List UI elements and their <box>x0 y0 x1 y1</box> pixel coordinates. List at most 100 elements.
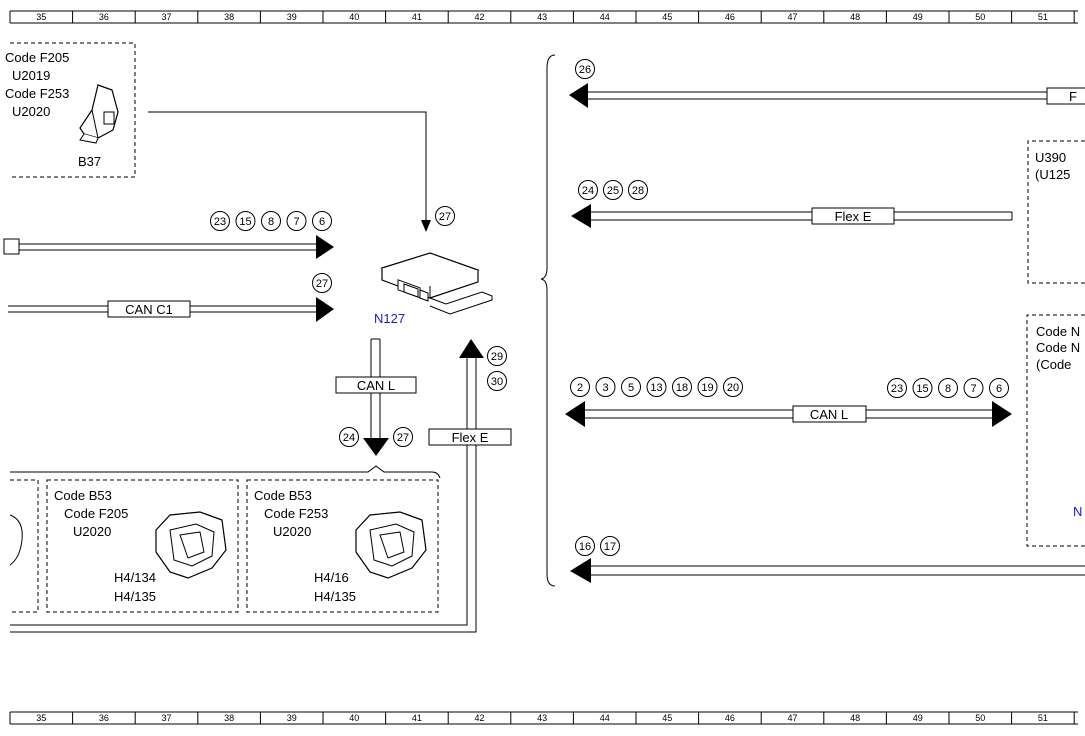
bottom-ruler-label: 45 <box>662 713 672 723</box>
reference-bubble-number: 20 <box>727 382 739 394</box>
b37-id: B37 <box>78 154 101 169</box>
reference-bubble-number: 3 <box>602 382 608 394</box>
reference-bubble-number: 15 <box>239 216 251 228</box>
reference-bubble <box>312 273 332 293</box>
component-u390: U390 (U125 <box>1027 140 1085 284</box>
top-ruler-label: 42 <box>474 12 484 22</box>
component-b53-f205: Code B53 Code F205 U2020 H4/134 H4/135 <box>46 479 239 613</box>
reference-bubble-number: 27 <box>439 211 451 223</box>
top-ruler-label: 46 <box>725 12 735 22</box>
bottom-ruler-label: 50 <box>975 713 985 723</box>
top-ruler-label: 50 <box>975 12 985 22</box>
b53-f205-line-2: Code F205 <box>64 506 128 521</box>
bottom-ruler-label: 39 <box>287 713 297 723</box>
top-ruler-label: 43 <box>537 12 547 22</box>
right-row-3-arrow: CAN L <box>565 401 1012 427</box>
reference-bubble <box>723 377 743 397</box>
reference-bubble <box>989 378 1009 398</box>
reference-bubble-number: 5 <box>628 382 634 394</box>
bottom-ruler-label: 43 <box>537 713 547 723</box>
reference-bubble <box>646 377 667 397</box>
reference-bubble-number: 24 <box>582 185 594 197</box>
reference-bubble-number: 27 <box>397 432 409 444</box>
reference-bubble <box>570 377 590 397</box>
bottom-ruler-label: 47 <box>787 713 797 723</box>
can-l-right-label: CAN L <box>810 407 848 422</box>
bottom-ruler-label: 44 <box>600 713 610 723</box>
b53-f205-pin-2: H4/135 <box>114 589 156 604</box>
bottom-ruler-label: 38 <box>224 713 234 723</box>
b37-line-3: Code F253 <box>5 86 69 101</box>
top-ruler-label: 38 <box>224 12 234 22</box>
top-ruler-label: 44 <box>600 12 610 22</box>
reference-bubble-number: 13 <box>650 382 662 394</box>
top-ruler-label: 48 <box>850 12 860 22</box>
bottom-ruler-label: 37 <box>161 713 171 723</box>
flex-e-vertical-label: Flex E <box>452 430 489 445</box>
b53-f205-line-1: Code B53 <box>54 488 112 503</box>
sensor-b53-f205-icon <box>155 511 227 579</box>
reference-bubble-number: 19 <box>701 382 713 394</box>
b37-line-2: U2019 <box>12 68 50 83</box>
component-b53-f253: Code B53 Code F253 U2020 H4/16 H4/135 <box>246 479 439 613</box>
bottom-ruler-label: 42 <box>474 713 484 723</box>
reference-bubble-number: 23 <box>891 383 903 395</box>
u390-line-1: U390 <box>1035 150 1066 165</box>
bottom-ruler-label: 41 <box>412 713 422 723</box>
u390-line-2: (U125 <box>1035 167 1070 182</box>
reference-bubble-number: 28 <box>632 185 644 197</box>
bottom-ruler-label: 46 <box>725 713 735 723</box>
reference-bubble-number: 18 <box>676 382 688 394</box>
reference-bubble <box>938 378 958 398</box>
reference-bubble <box>603 180 623 200</box>
reference-bubble <box>575 59 595 79</box>
b53-f253-pin-2: H4/135 <box>314 589 356 604</box>
reference-bubble-number: 7 <box>970 383 976 395</box>
reference-bubble <box>261 211 281 231</box>
reference-bubble-number: 7 <box>293 216 299 228</box>
reference-bubble <box>435 206 455 226</box>
reference-bubble-number: 23 <box>214 216 226 228</box>
bottom-ruler-label: 40 <box>349 713 359 723</box>
reference-bubble <box>600 536 620 556</box>
bottom-ruler-label: 36 <box>99 713 109 723</box>
reference-bubble-number: 8 <box>945 383 951 395</box>
reference-bubble-number: 16 <box>579 541 591 553</box>
b53-f253-line-3: U2020 <box>273 524 311 539</box>
module-n127: N127 <box>374 252 493 326</box>
code-right-line-3: (Code <box>1036 357 1071 372</box>
reference-bubble-number: 6 <box>319 216 325 228</box>
reference-bubble <box>887 378 907 398</box>
right-brace <box>540 54 556 587</box>
top-ruler-label: 39 <box>287 12 297 22</box>
b53-f253-pin-1: H4/16 <box>314 570 349 585</box>
reference-bubble <box>235 211 256 231</box>
b53-f253-line-1: Code B53 <box>254 488 312 503</box>
code-right-id: N <box>1073 504 1082 519</box>
top-ruler-label: 51 <box>1038 12 1048 22</box>
flex-e-vertical-arrow: Flex E <box>10 339 512 633</box>
top-ruler-label: 35 <box>36 12 46 22</box>
reference-bubble-number: 25 <box>607 185 619 197</box>
reference-bubble <box>628 180 648 200</box>
top-ruler-label: 47 <box>787 12 797 22</box>
component-b37: Code F205 U2019 Code F253 U2020 B37 <box>5 42 136 178</box>
top-ruler-label: 45 <box>662 12 672 22</box>
b37-line-4: U2020 <box>12 104 50 119</box>
reference-bubble <box>487 346 507 366</box>
f-right-label: F <box>1069 89 1077 104</box>
reference-bubble-number: 17 <box>604 541 616 553</box>
reference-bubble <box>312 211 332 231</box>
reference-bubble <box>963 378 984 398</box>
can-c1-label: CAN C1 <box>125 302 173 317</box>
reference-bubble <box>912 378 933 398</box>
b37-to-n127-line <box>148 111 431 232</box>
reference-bubble-number: 26 <box>579 64 591 76</box>
sensor-b53-f253-icon <box>355 511 427 579</box>
reference-bubble-number: 6 <box>996 383 1002 395</box>
code-right-line-2: Code N <box>1036 340 1080 355</box>
reference-bubble-number: 27 <box>316 278 328 290</box>
reference-bubble-number: 24 <box>343 432 355 444</box>
reference-bubble-number: 15 <box>916 383 928 395</box>
